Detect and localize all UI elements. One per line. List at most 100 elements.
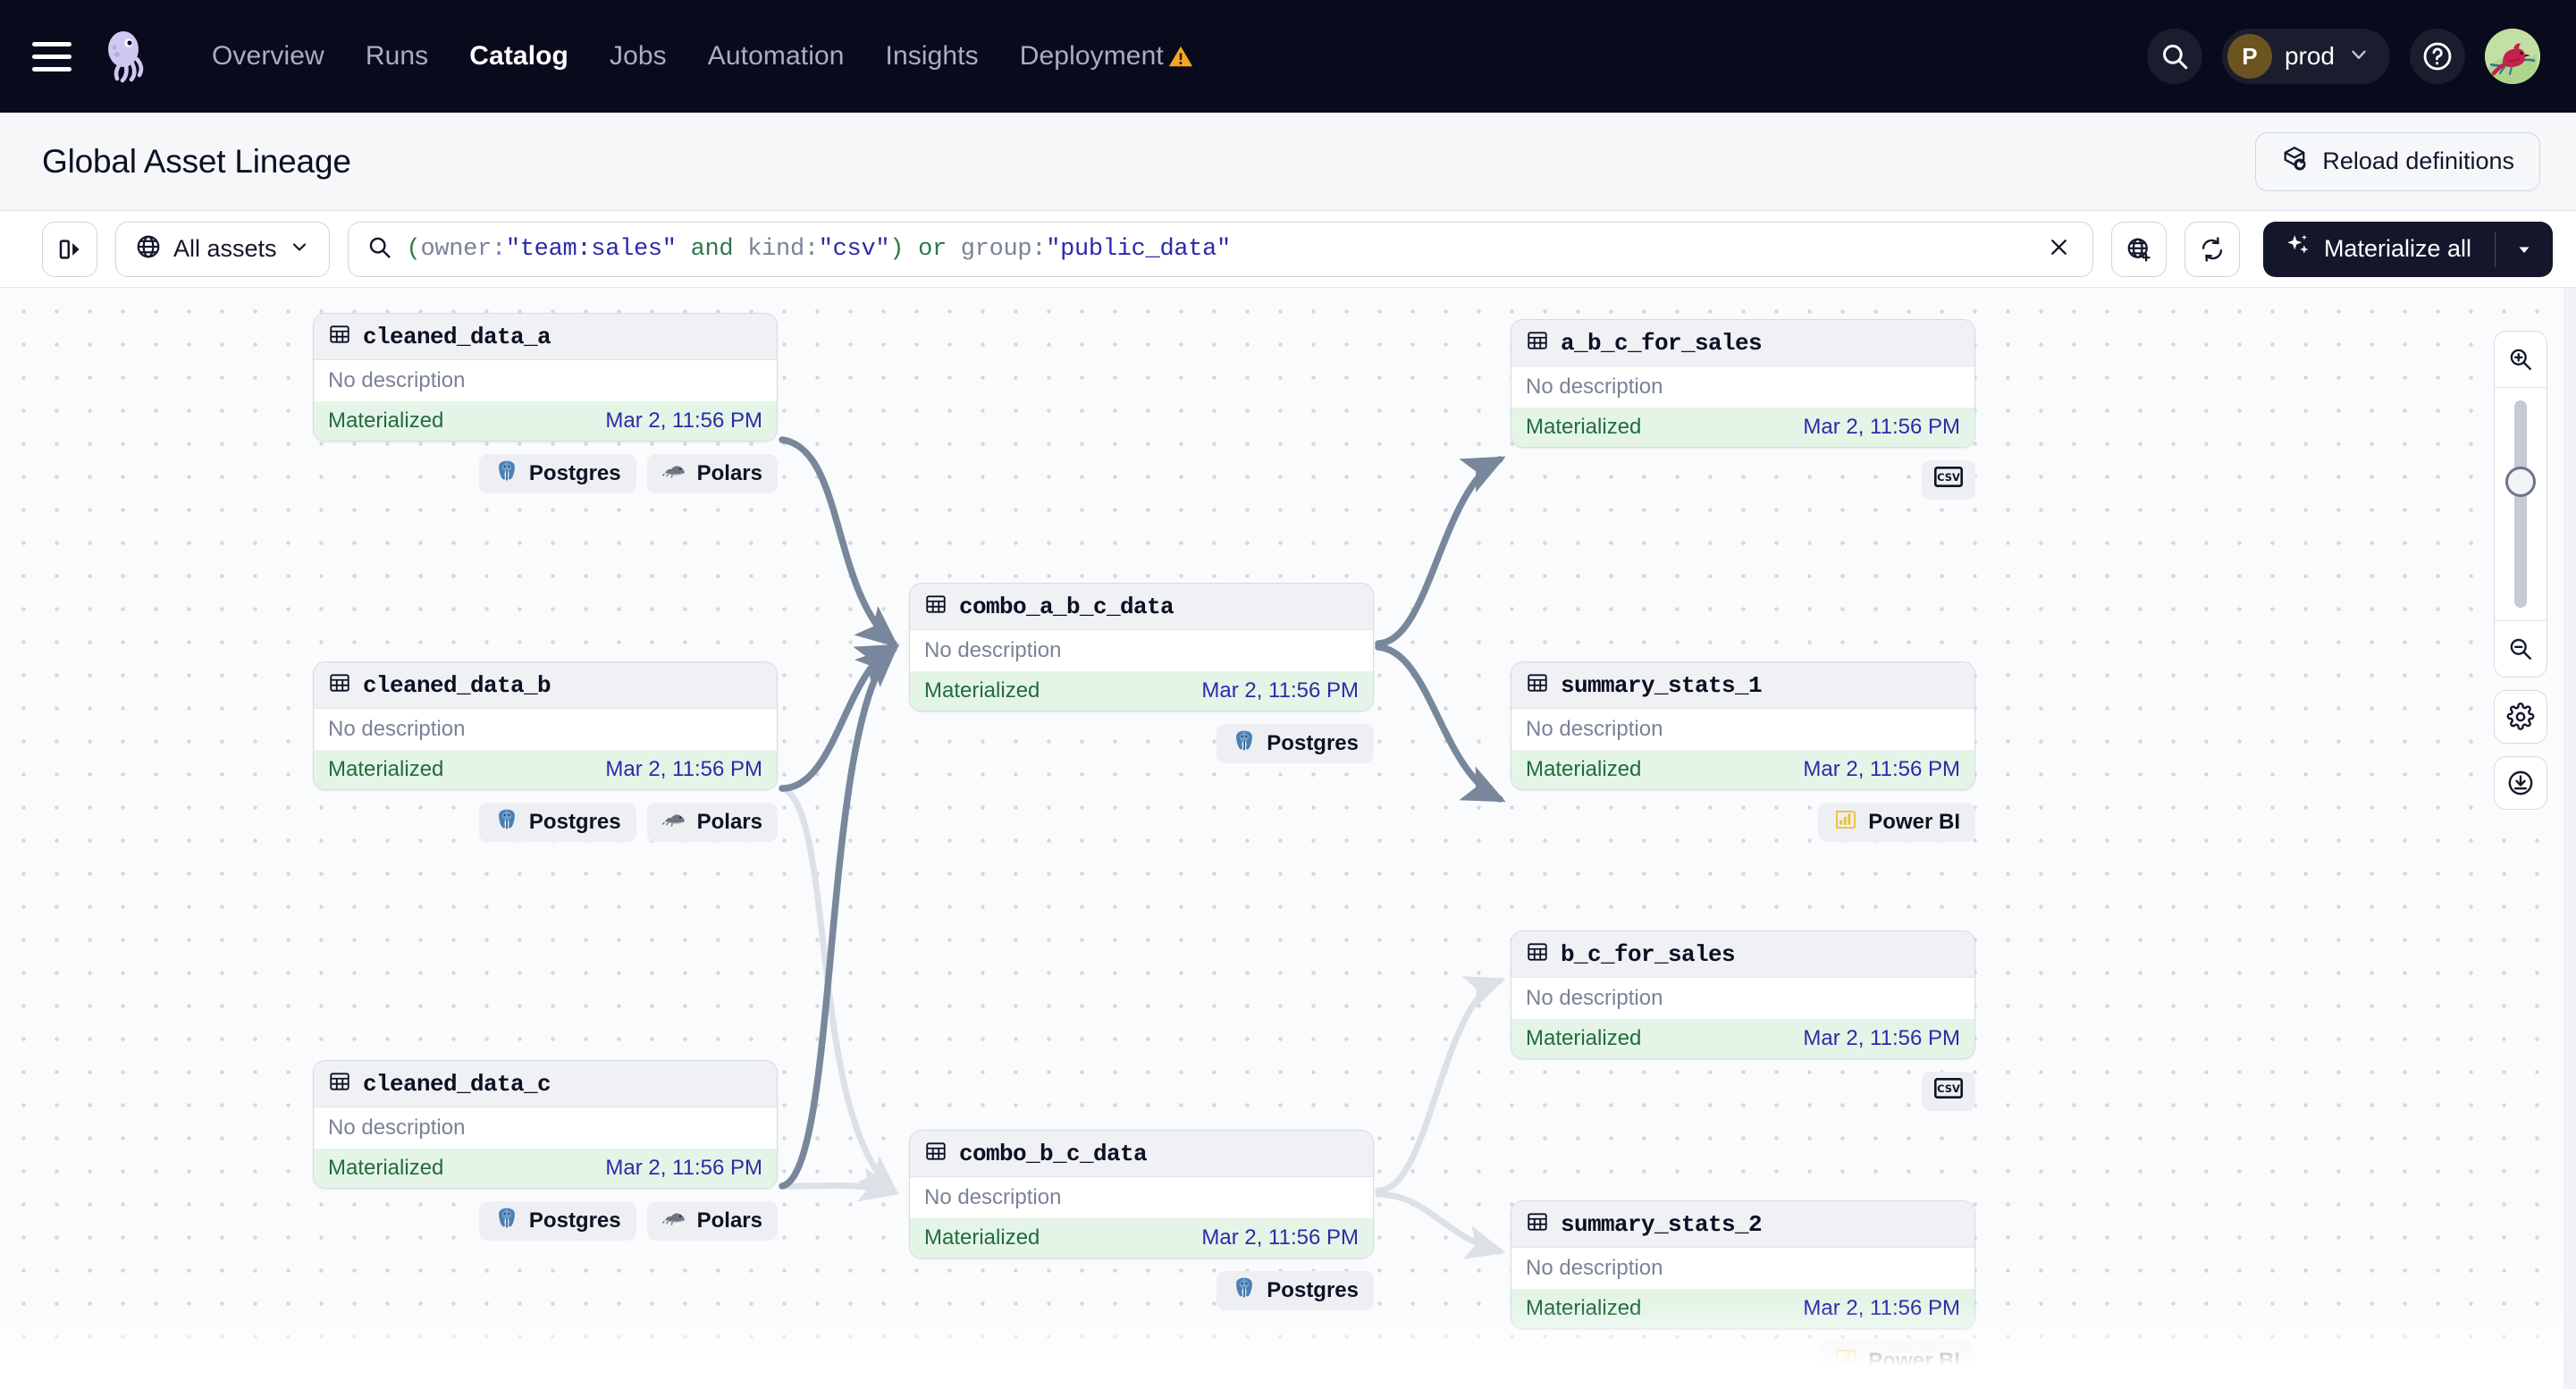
postgres-icon [494, 459, 519, 490]
polars-icon [661, 1208, 687, 1234]
chevron-down-icon [2347, 43, 2370, 71]
kind-tag-postgres[interactable]: Postgres [478, 803, 636, 842]
refresh-button[interactable] [2184, 221, 2240, 277]
primary-nav-links: Overview Runs Catalog Jobs Automation In… [191, 41, 1215, 72]
asset-node-timestamp: Mar 2, 11:56 PM [1201, 1225, 1359, 1250]
nav-link-jobs[interactable]: Jobs [609, 41, 667, 71]
asset-node-name: cleaned_data_b [363, 671, 551, 699]
user-avatar[interactable] [2485, 29, 2540, 84]
zoom-slider-group [2494, 331, 2547, 678]
download-graph-icon[interactable] [2494, 756, 2547, 810]
deployment-label: prod [2284, 42, 2335, 70]
asset-node-name: summary_stats_2 [1561, 1210, 1763, 1238]
nav-link-automation[interactable]: Automation [707, 41, 845, 71]
asset-node-header: cleaned_data_a [314, 314, 777, 360]
edge-cleaned_data_c-combo_b_c_data [779, 1167, 900, 1202]
kind-tag-postgres[interactable]: Postgres [1216, 724, 1374, 763]
asset-node-kind-tags: Power BI [1511, 1342, 1975, 1381]
zoom-separator-top [2495, 387, 2547, 388]
asset-node-name: cleaned_data_a [363, 323, 551, 350]
graph-settings-gear-icon[interactable] [2494, 690, 2547, 744]
table-icon [1526, 671, 1549, 699]
table-icon [1526, 940, 1549, 968]
powerbi-icon [1833, 807, 1858, 838]
edge-cleaned_data_c-combo_a_b_c_data [779, 644, 899, 1190]
kind-tag-polars[interactable]: Polars [646, 803, 778, 842]
materialize-all-main[interactable]: Materialize all [2263, 222, 2495, 277]
zoom-slider-track [2514, 400, 2527, 608]
table-icon [328, 323, 351, 350]
kind-tag-label: Polars [696, 810, 762, 834]
asset-node-name: cleaned_data_c [363, 1070, 551, 1098]
asset-search-query[interactable]: (owner:"team:sales" and kind:"csv") or g… [407, 236, 2027, 263]
kind-tag-label: Postgres [528, 461, 621, 485]
asset-node-timestamp: Mar 2, 11:56 PM [1803, 757, 1960, 781]
kind-tag-postgres[interactable]: Postgres [1216, 1271, 1374, 1310]
kind-tag-power-bi[interactable]: Power BI [1818, 1342, 1975, 1381]
kind-tag-postgres[interactable]: Postgres [478, 1201, 636, 1241]
global-search-icon[interactable] [2146, 29, 2202, 84]
kind-tag-power-bi[interactable]: Power BI [1818, 803, 1975, 842]
zoom-in-icon[interactable] [2495, 332, 2547, 387]
asset-node-kind-tags: Power BI [1511, 803, 1975, 842]
zoom-slider-thumb[interactable] [2505, 467, 2536, 498]
kind-tag-csv[interactable]: CSV [1922, 1072, 1975, 1111]
nav-link-insights[interactable]: Insights [885, 41, 979, 71]
asset-node-timestamp: Mar 2, 11:56 PM [605, 757, 762, 781]
asset-search-input[interactable]: (owner:"team:sales" and kind:"csv") or g… [347, 221, 2093, 277]
help-question-icon[interactable] [2410, 29, 2465, 84]
canvas-vertical-scrollbar[interactable] [2563, 288, 2576, 1389]
kind-tag-polars[interactable]: Polars [646, 1201, 778, 1241]
kind-tag-postgres[interactable]: Postgres [478, 454, 636, 493]
reload-definitions-label: Reload definitions [2322, 147, 2514, 174]
polars-icon [661, 461, 687, 487]
edge-combo_b_c_data-summary_stats_2 [1375, 1191, 1506, 1259]
asset-node-timestamp: Mar 2, 11:56 PM [1201, 678, 1359, 703]
asset-node-header: combo_a_b_c_data [910, 584, 1373, 630]
table-icon [1526, 329, 1549, 357]
nav-link-runs[interactable]: Runs [365, 41, 429, 71]
asset-scope-filter[interactable]: All assets [115, 221, 330, 277]
nav-link-catalog[interactable]: Catalog [469, 41, 568, 71]
asset-node-header: combo_b_c_data [910, 1131, 1373, 1177]
zoom-out-icon[interactable] [2495, 621, 2547, 677]
nav-link-overview[interactable]: Overview [212, 41, 324, 71]
zoom-slider[interactable] [2495, 388, 2547, 620]
query-token-attr: kind: [747, 235, 819, 263]
lineage-toolbar: All assets (owner:"team:sales" and kind:… [0, 211, 2576, 288]
query-token-op: ) [889, 235, 905, 263]
materialize-dropdown-toggle[interactable] [2496, 222, 2553, 277]
query-token-str: "team:sales" [505, 235, 677, 263]
materialize-all-button[interactable]: Materialize all [2262, 221, 2553, 277]
asset-node-name: combo_a_b_c_data [959, 593, 1174, 620]
deployment-selector[interactable]: P prod [2221, 29, 2390, 84]
kind-tag-csv[interactable]: CSV [1922, 460, 1975, 500]
dagster-logo[interactable] [98, 28, 156, 85]
clear-search-icon[interactable] [2041, 235, 2076, 264]
asset-node-timestamp: Mar 2, 11:56 PM [605, 1156, 762, 1180]
reload-definitions-button[interactable]: Reload definitions [2255, 131, 2540, 191]
globe-add-button[interactable] [2110, 221, 2167, 277]
sidebar-toggle-button[interactable] [42, 221, 97, 277]
kind-tag-label: Postgres [1267, 1278, 1359, 1302]
globe-icon [135, 233, 162, 265]
query-token-attr: group: [960, 235, 1047, 263]
edge-combo_a_b_c_data-a_b_c_for_sales [1375, 456, 1506, 647]
asset-node-description: No description [1511, 709, 1974, 750]
kind-tag-label: Postgres [528, 1208, 621, 1233]
asset-scope-filter-label: All assets [173, 235, 277, 262]
hamburger-menu-icon[interactable] [32, 33, 79, 80]
kind-tag-polars[interactable]: Polars [646, 454, 778, 493]
nav-link-deployment[interactable]: Deployment [999, 41, 1215, 72]
